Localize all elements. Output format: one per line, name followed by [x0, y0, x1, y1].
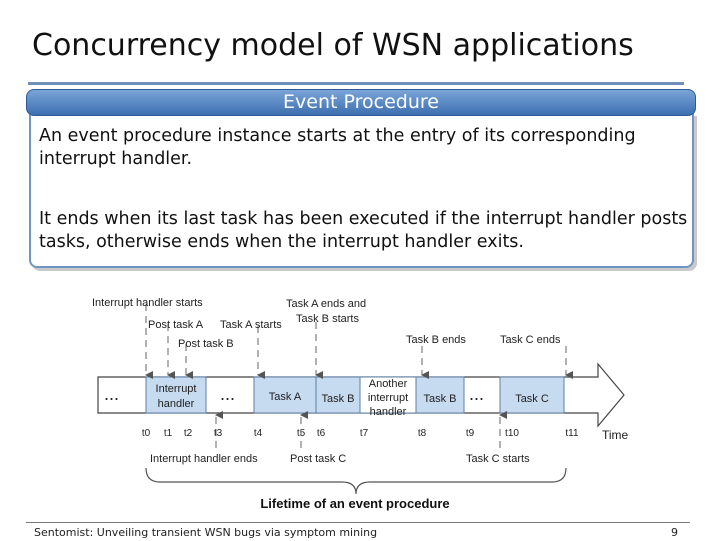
time-label: Time: [602, 428, 629, 442]
box-task-b-first-label: Task B: [321, 393, 354, 405]
annot-task-a-ends: Task A ends and: [286, 298, 366, 310]
tick-t7: t7: [360, 428, 369, 439]
ellipsis-left: ...: [104, 384, 119, 404]
slide-footer: Sentomist: Unveiling transient WSN bugs …: [26, 522, 690, 541]
tick-t0: t0: [142, 428, 151, 439]
banner-label: Event Procedure: [283, 91, 439, 113]
diagram-svg: ... ... ... Interrupt handler Task A Tas…: [92, 297, 629, 511]
diagram-caption: Lifetime of an event procedure: [260, 496, 449, 511]
box-another-interrupt-line3: handler: [370, 406, 407, 418]
footer-text: Sentomist: Unveiling transient WSN bugs …: [34, 526, 378, 539]
tick-t6: t6: [317, 428, 326, 439]
tick-t11: t11: [565, 428, 579, 439]
annot-interrupt-starts: Interrupt handler starts: [92, 297, 203, 309]
box-task-b-second: [415, 376, 465, 414]
box-interrupt-handler: [145, 376, 207, 414]
ellipsis-mid: ...: [220, 384, 235, 404]
box-task-b-second-label: Task B: [423, 393, 456, 405]
slide-title: Concurrency model of WSN applications: [32, 28, 634, 63]
tick-t4: t4: [254, 428, 263, 439]
annot-interrupt-ends: Interrupt handler ends: [150, 453, 258, 465]
box-task-a: [253, 376, 317, 414]
box-task-c: [499, 376, 565, 414]
annot-task-c-starts: Task C starts: [466, 453, 530, 465]
annot-task-b-ends: Task B ends: [406, 334, 466, 346]
box-another-interrupt-line1: Another: [369, 378, 408, 390]
tick-t2: t2: [184, 428, 193, 439]
box-another-interrupt-line2: interrupt: [368, 392, 408, 404]
annot-post-task-a: Post task A: [148, 319, 204, 331]
box-interrupt-handler-line1: Interrupt: [156, 383, 197, 395]
annot-task-a-starts: Task A starts: [220, 319, 282, 331]
tick-t9: t9: [466, 428, 475, 439]
page-number: 9: [671, 526, 678, 539]
tick-t10: t10: [505, 428, 519, 439]
box-task-b-first: [315, 376, 361, 414]
box-task-a-label: Task A: [269, 391, 302, 403]
paragraph-end: It ends when its last task has been exec…: [39, 209, 688, 252]
annot-post-task-b: Post task B: [178, 338, 234, 350]
annot-post-task-c: Post task C: [290, 453, 346, 465]
content-box: [29, 113, 694, 268]
title-underline: [28, 82, 684, 85]
paragraph-start: An event procedure instance starts at th…: [39, 126, 636, 169]
annot-task-b-starts: Task B starts: [296, 313, 359, 325]
lifetime-brace: [145, 467, 567, 495]
section-banner: Event Procedure: [26, 89, 696, 116]
annot-task-c-ends: Task C ends: [500, 334, 561, 346]
box-task-c-label: Task C: [515, 393, 549, 405]
tick-t3: t3: [214, 428, 223, 439]
tick-t8: t8: [418, 428, 427, 439]
tick-t1: t1: [164, 428, 173, 439]
event-procedure-diagram: ... ... ... Interrupt handler Task A Tas…: [88, 282, 638, 512]
box-interrupt-handler-line2: handler: [158, 398, 195, 410]
ellipsis-right: ...: [469, 384, 484, 404]
